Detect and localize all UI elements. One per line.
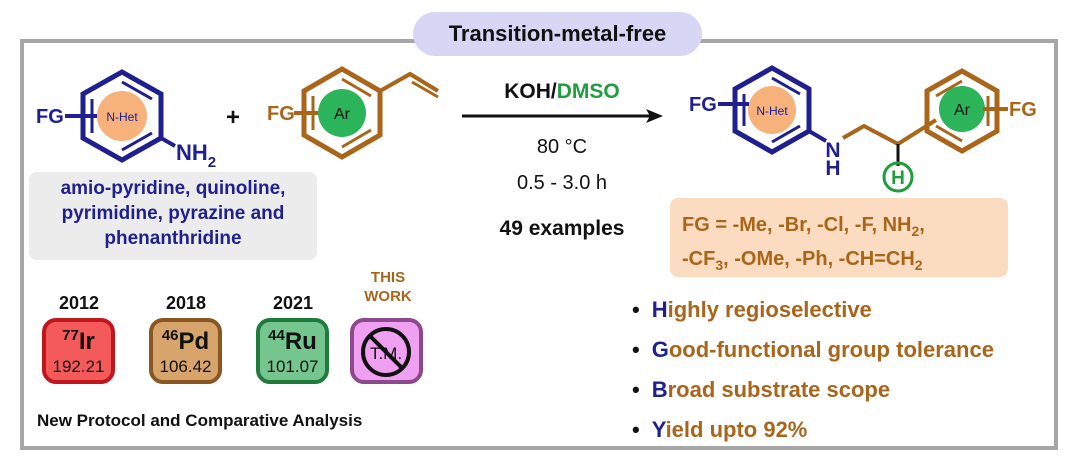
feature-item: •Good-functional group tolerance [632, 337, 994, 362]
plus-sign: + [226, 104, 241, 131]
this-work-label: THIS WORK [364, 269, 412, 305]
element-symbol: 77Ir [62, 327, 95, 355]
feature-item: •Broad substrate scope [632, 377, 891, 402]
time-label: 0.5 - 3.0 h [516, 172, 608, 194]
fg-line-2: -CF3, -OMe, -Ph, -CH=CH2 [682, 248, 923, 273]
element-mass: 192.21 [52, 357, 105, 376]
product-structure: FG N-Het N H H Ar FG [689, 65, 1037, 193]
reagents-label: KOH/DMSO [504, 80, 620, 103]
reactant1-fg-label: FG [36, 106, 64, 128]
product-fg-right: FG [1009, 99, 1037, 121]
reactant-vinylarene: FG Ar [267, 66, 440, 160]
examples-label: 49 examples [499, 217, 625, 240]
no-metal-icon: T.M. [361, 327, 411, 377]
year-pd: 2018 [165, 293, 207, 313]
product-heterocycle-circle [748, 86, 796, 134]
feature-list: •Highly regioselective •Good-functional … [632, 290, 994, 450]
feature-item: •Highly regioselective [632, 297, 872, 322]
title-banner: Transition-metal-free [413, 12, 702, 56]
element-symbol: 46Pd [161, 327, 210, 355]
year-ir: 2012 [58, 293, 100, 313]
reactant-aminoheterocycle: FG N-Het NH2 [36, 69, 216, 171]
reaction-arrow [462, 109, 663, 123]
element-mass: 106.42 [159, 357, 212, 376]
product-fg-left: FG [689, 94, 717, 116]
element-mass: 101.07 [266, 357, 319, 376]
substrate-scope-text: amio-pyridine, quinoline, pyrimidine, py… [29, 176, 317, 251]
feature-item: •Yield upto 92% [632, 417, 808, 442]
element-card-ru: 44Ru 101.07 [256, 318, 329, 384]
year-ru: 2021 [272, 293, 314, 313]
heterocycle-ring [80, 69, 164, 163]
reactant2-ring-label: Ar [334, 106, 351, 123]
substrate-line: amio-pyridine, quinoline, [60, 178, 286, 199]
fg-line-1: FG = -Me, -Br, -Cl, -F, NH2, [682, 214, 925, 239]
product-ring-right-label: Ar [954, 102, 971, 119]
product-nh-h: H [825, 157, 840, 180]
product-heterocycle-ring [732, 65, 812, 155]
temperature-label: 80 °C [536, 136, 588, 158]
element-symbol: 44Ru [268, 327, 317, 355]
product-n-atom: N [825, 139, 840, 162]
substrate-line: pyrimidine, pyrazine and [61, 203, 285, 224]
reactant1-ring-label: N-Het [106, 110, 138, 124]
element-card-ir: 77Ir 192.21 [42, 318, 115, 384]
element-card-this-work: T.M. [350, 318, 423, 384]
arene-core-circle [318, 89, 366, 137]
substrate-scope-box [29, 172, 317, 260]
product-arene-ring [924, 68, 1000, 154]
regioselective-h-label: H [891, 168, 905, 189]
regioselective-h-marker [882, 161, 914, 193]
fg-scope-box: FG = -Me, -Br, -Cl, -F, NH2, -CF3, -OMe,… [670, 198, 1008, 277]
amine-label: NH2 [176, 140, 216, 171]
comparison-caption: New Protocol and Comparative Analysis [37, 411, 363, 430]
product-ring-left-label: N-Het [756, 104, 788, 118]
vinyl-group [379, 71, 440, 93]
reactant2-fg-label: FG [267, 103, 295, 125]
heterocycle-core-circle [97, 91, 147, 141]
ethyl-linker [842, 118, 938, 147]
substrate-line: phenanthridine [104, 228, 242, 249]
product-arene-circle [939, 86, 985, 132]
element-card-pd: 46Pd 106.42 [149, 318, 222, 384]
